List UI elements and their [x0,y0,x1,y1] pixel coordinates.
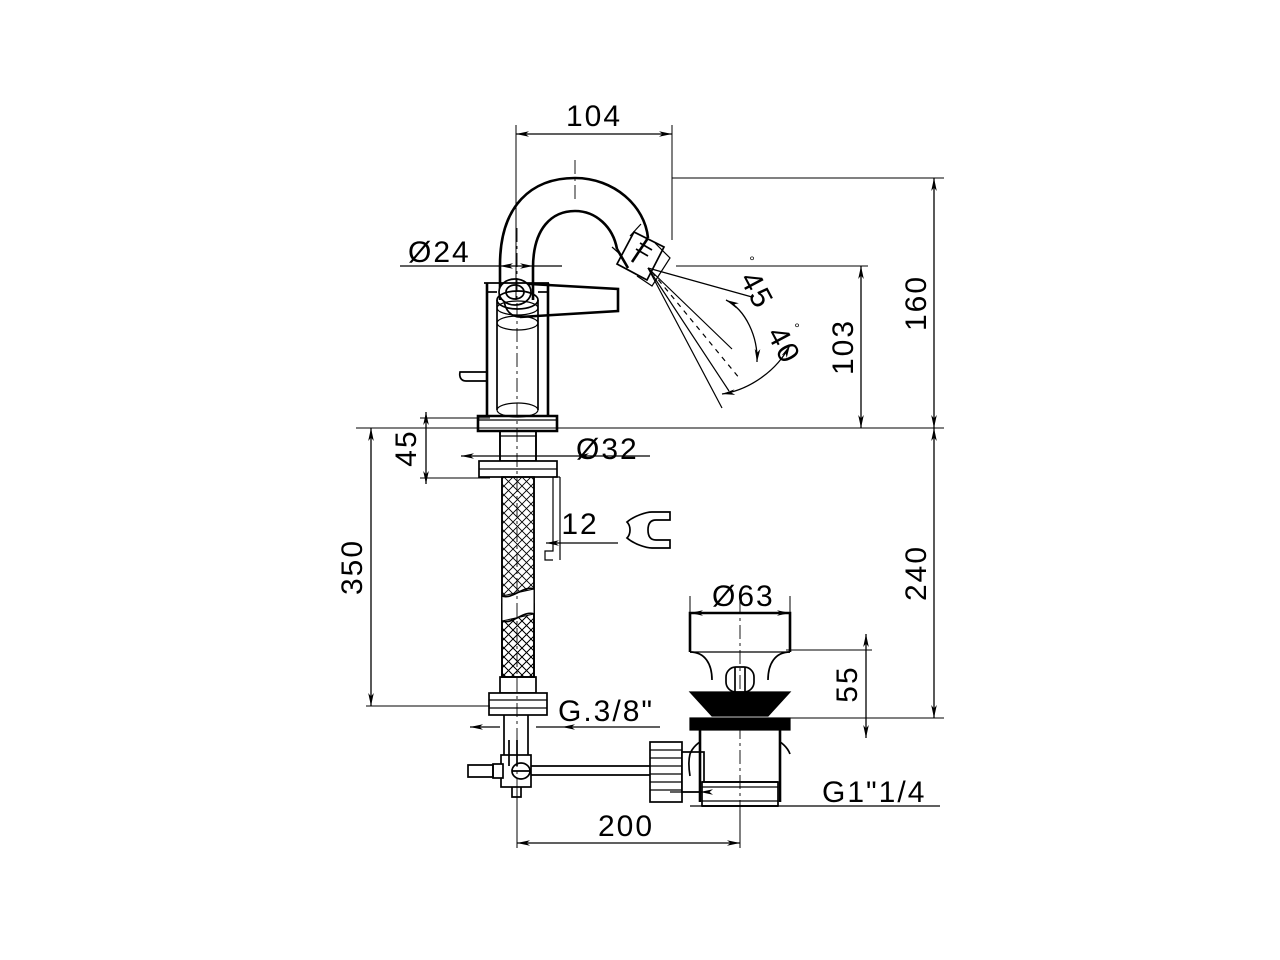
dimension-label-350: 350 [336,539,369,595]
open-end-wrench-icon [625,511,671,549]
degree-symbol-45: ° [749,253,755,269]
dimension-103: 103 [676,265,868,428]
threaded-shank [499,430,537,462]
dimension-label-104: 104 [566,100,622,133]
dimension-label-160: 160 [900,275,933,331]
dimension-55: 55 [786,634,872,738]
spout-curve [498,176,650,300]
dimension-g38: G.3/8" [470,695,660,730]
dimension-label-200: 200 [598,810,654,843]
dimension-label-12: 12 [561,508,598,541]
dimension-350: 350 [336,427,490,707]
dimension-104: 104 [515,100,673,300]
dimension-label-d63: Ø63 [712,580,775,613]
rod-knurled-nut [649,741,705,803]
dimension-240: 240 [800,428,944,719]
dimension-label-103: 103 [827,319,860,375]
dimension-160: 160 [672,177,944,428]
dimension-g114: G1"1/4 [690,776,940,809]
braided-supply-hose [501,476,561,678]
dimension-label-45deg: 45 [733,266,780,314]
dimension-label-d24: Ø24 [408,236,471,269]
dimension-diameter-63: Ø63 [689,580,791,616]
dimension-200: 200 [516,790,741,848]
escutcheon-base [476,414,559,433]
degree-symbol-40: ° [794,320,800,336]
dimension-label-55: 55 [831,665,864,702]
dimension-label-240: 240 [900,545,933,601]
lever-handle [484,278,620,319]
supply-connector [488,676,548,760]
dimension-diameter-32: Ø32 [461,433,650,466]
pop-up-rod-assembly [467,740,705,803]
cartridge-body [485,283,550,418]
dimension-12-wrench: 12 [546,508,671,549]
dimension-label-g38: G.3/8" [558,695,654,728]
dimension-label-45: 45 [390,429,423,466]
mounting-nut [478,460,558,478]
dimension-45: 45 [390,412,490,484]
centerlines [516,160,741,830]
aerator-outlet [611,223,671,287]
dimension-angle-40: 40 ° [721,320,807,395]
dimension-label-d32: Ø32 [576,433,639,466]
dimension-label-g114: G1"1/4 [822,776,926,809]
dimension-diameter-24: Ø24 [400,236,562,269]
water-jet-rays [647,267,753,409]
pop-up-lever-stub [458,371,488,382]
